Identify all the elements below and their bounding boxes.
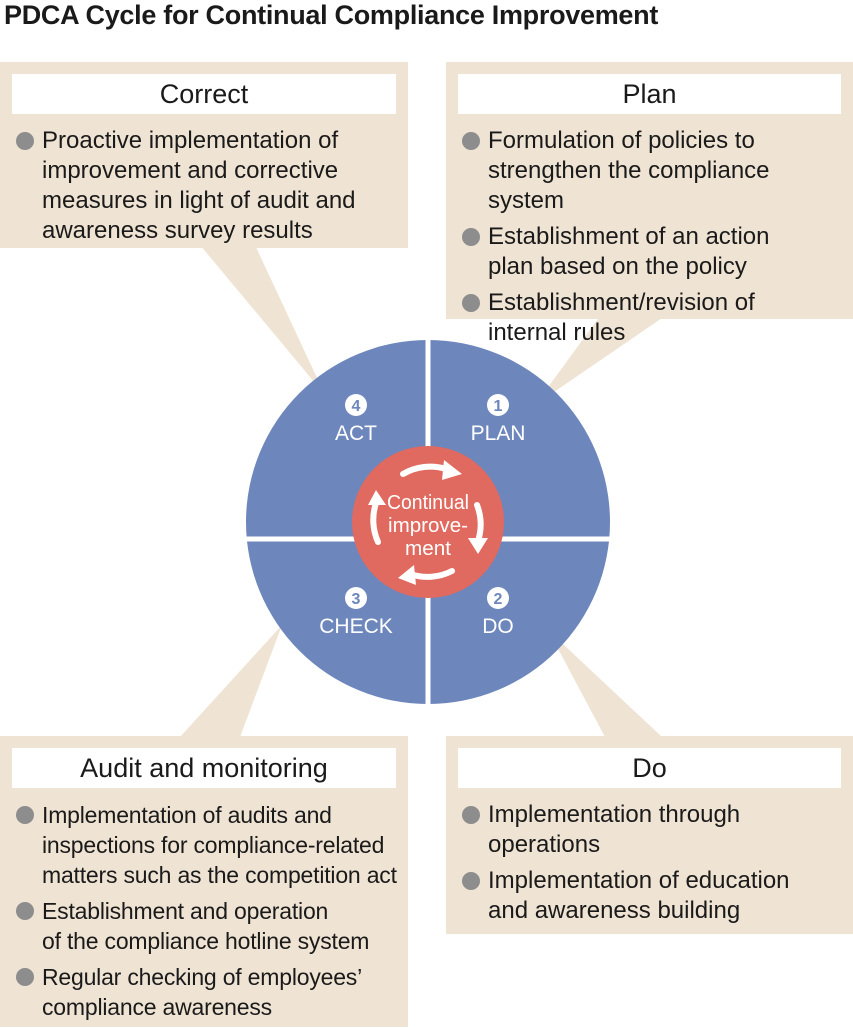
list-item: Establishment/revision of internal rules [462, 288, 847, 348]
quadrant-act: 4 ACT [335, 394, 377, 445]
act-label: ACT [335, 422, 377, 445]
bullet-icon [16, 902, 34, 920]
panel-audit-heading: Audit and monitoring [12, 748, 396, 788]
center-circle [352, 446, 504, 598]
list-item: Establishment of an action plan based on… [462, 222, 847, 282]
panel-plan: Plan Formulation of policies to strength… [446, 62, 853, 346]
pointer-plan [535, 316, 665, 405]
panel-correct: Correct Proactive implementation of impr… [0, 62, 408, 248]
cycle-arrowheads [368, 460, 488, 585]
panel-audit: Audit and monitoring Implementation of a… [0, 736, 408, 1027]
bullet-icon [462, 294, 480, 312]
act-number-badge [345, 394, 367, 416]
center-label-line1: Continual [387, 492, 469, 514]
panel-correct-heading: Correct [12, 74, 396, 114]
bullet-icon [462, 132, 480, 150]
list-item: Establishment and operation of the compl… [16, 896, 402, 956]
check-label: CHECK [319, 615, 393, 638]
plan-number: 1 [494, 398, 503, 415]
list-item: Formulation of policies to strengthen th… [462, 126, 847, 216]
pointer-audit [180, 625, 282, 737]
check-number-badge [345, 587, 367, 609]
quadrant-do: 2 DO [482, 587, 514, 638]
bullet-icon [16, 806, 34, 824]
center-label-line2: improve- [388, 515, 468, 537]
diagram-title: PDCA Cycle for Continual Compliance Impr… [4, 0, 659, 30]
check-number: 3 [352, 591, 361, 608]
quadrant-check: 3 CHECK [319, 587, 393, 638]
list-item: Regular checking of employees’ complianc… [16, 962, 402, 1022]
do-number-badge [487, 587, 509, 609]
quadrant-plan: 1 PLAN [471, 394, 526, 445]
list-item: Implementation of audits and inspections… [16, 800, 402, 890]
bullet-icon [462, 806, 480, 824]
plan-number-badge [487, 394, 509, 416]
bullet-icon [462, 228, 480, 246]
cycle-arrows-icon [370, 463, 484, 580]
bullet-icon [16, 132, 34, 150]
panel-audit-list: Implementation of audits and inspections… [16, 800, 402, 1028]
do-number: 2 [494, 591, 503, 608]
pointer-correct [200, 245, 325, 395]
panel-do: Do Implementation through operations Imp… [446, 736, 853, 934]
panel-do-list: Implementation through operations Implem… [462, 800, 847, 932]
panel-plan-list: Formulation of policies to strengthen th… [462, 126, 847, 354]
pointer-do [548, 630, 662, 737]
bullet-icon [462, 872, 480, 890]
act-number: 4 [352, 398, 361, 415]
list-item: Implementation through operations [462, 800, 847, 860]
center-label-line3: ment [405, 538, 451, 560]
panel-correct-list: Proactive implementation of improvement … [16, 126, 402, 252]
panel-plan-heading: Plan [458, 74, 841, 114]
plan-label: PLAN [471, 422, 526, 445]
panel-do-heading: Do [458, 748, 841, 788]
list-item: Proactive implementation of improvement … [16, 126, 402, 246]
bullet-icon [16, 968, 34, 986]
list-item: Implementation of education and awarenes… [462, 866, 847, 926]
do-label: DO [482, 615, 514, 638]
